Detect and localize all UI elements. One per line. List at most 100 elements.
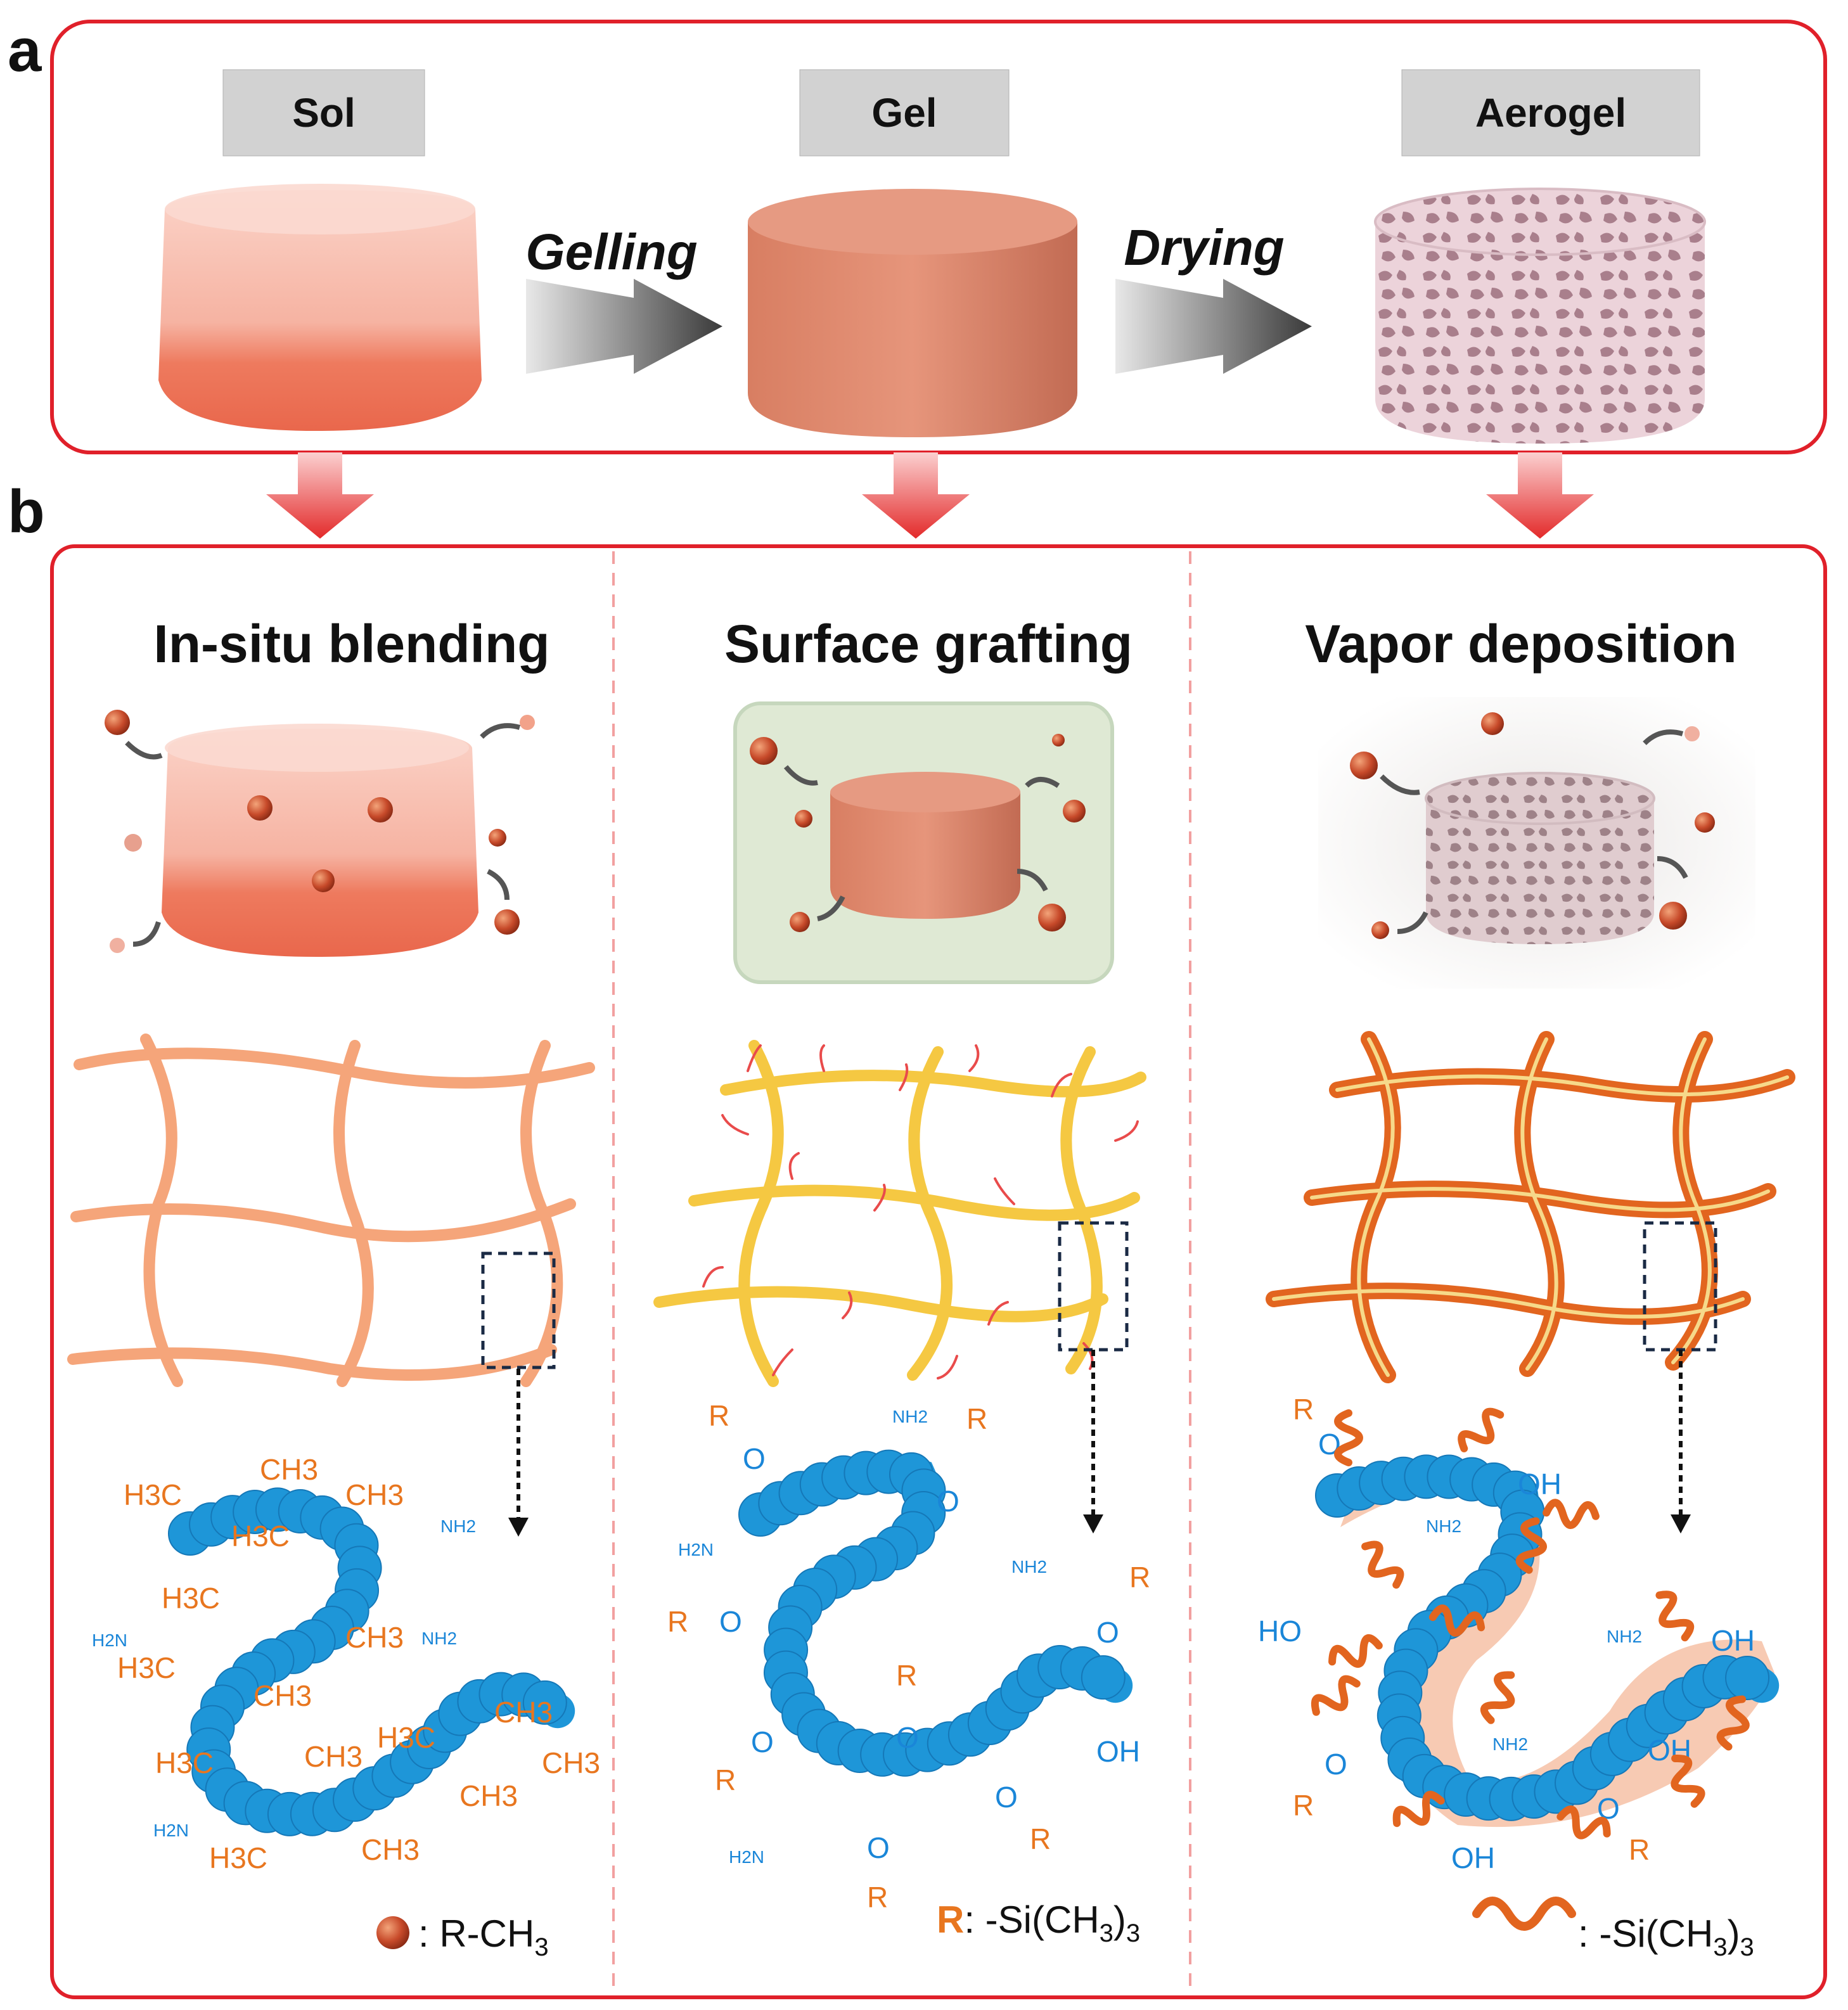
svg-text:CH3: CH3	[459, 1779, 518, 1812]
svg-text:R: R	[867, 1881, 888, 1914]
wave-group	[1655, 1591, 1695, 1642]
svg-text:H2N: H2N	[92, 1630, 127, 1650]
svg-text:CH3: CH3	[304, 1740, 363, 1773]
svg-text:H3C: H3C	[377, 1721, 435, 1754]
svg-text:H2N: H2N	[678, 1540, 714, 1559]
red-arrow-3	[1486, 452, 1594, 539]
wave-group	[1428, 1604, 1485, 1637]
wave-group	[1458, 1407, 1505, 1452]
svg-text:CH3: CH3	[361, 1833, 420, 1866]
svg-text:R: R	[1129, 1561, 1150, 1594]
legend-vapor: : -Si(CH3)3	[1472, 1897, 1754, 1961]
svg-text:: -Si(CH3)3: : -Si(CH3)3	[1578, 1912, 1754, 1961]
sol-cylinder	[158, 184, 482, 431]
svg-text:CH3: CH3	[345, 1621, 404, 1654]
wave-group	[1515, 1517, 1547, 1574]
vapor-aerogel-illustration	[1318, 697, 1755, 989]
gelling-arrow: Gelling	[525, 224, 722, 374]
svg-text:H3C: H3C	[162, 1582, 220, 1615]
grafting-gel-illustration	[733, 701, 1114, 984]
panel-a-frame	[50, 20, 1827, 454]
grafting-side-chains	[702, 1044, 1139, 1379]
legend-blending: : R-CH3	[376, 1912, 549, 1961]
wave-group	[1392, 1791, 1445, 1828]
svg-text:NH2: NH2	[440, 1516, 476, 1536]
svg-text:O: O	[896, 1721, 919, 1754]
svg-text:H3C: H3C	[155, 1746, 214, 1779]
svg-text:R: R	[1030, 1822, 1051, 1855]
drying-arrow: Drying	[1115, 219, 1312, 374]
svg-text:R: R	[715, 1764, 736, 1796]
svg-text:Sol: Sol	[292, 90, 356, 136]
vapor-chem-labels: R O OH NH2 HO NH2 OH NH2 OH O R O R OH	[1258, 1393, 1755, 1874]
wave-group	[1671, 1755, 1705, 1808]
gel-cylinder	[748, 189, 1077, 437]
svg-text:H3C: H3C	[124, 1478, 182, 1511]
grafting-zoom-box	[1058, 1221, 1129, 1352]
svg-text:Aerogel: Aerogel	[1475, 90, 1626, 136]
svg-text:O: O	[751, 1725, 774, 1758]
grafting-network	[653, 1040, 1146, 1387]
svg-text:R: R	[896, 1659, 917, 1692]
blending-sol-illustration	[105, 710, 535, 957]
grafting-chain	[738, 1449, 1133, 1777]
svg-text:CH3: CH3	[494, 1696, 553, 1729]
svg-text:O: O	[1325, 1748, 1347, 1781]
blending-network	[67, 1034, 595, 1387]
svg-text:OH: OH	[1518, 1468, 1562, 1501]
svg-text:H3C: H3C	[209, 1841, 267, 1874]
svg-text:H3C: H3C	[231, 1520, 290, 1552]
wave-legend-icon	[1472, 1897, 1576, 1931]
red-arrow-1	[266, 452, 374, 539]
wave-group	[1716, 1695, 1750, 1751]
blending-chem-labels: CH3 H3C CH3 H3C H3C CH3 H3C CH3 H3C CH3 …	[92, 1453, 600, 1874]
svg-text:O: O	[719, 1605, 742, 1638]
chain-bead	[522, 1680, 567, 1725]
svg-text:NH2: NH2	[892, 1407, 928, 1426]
svg-text:Gel: Gel	[871, 90, 937, 136]
svg-text:H2N: H2N	[153, 1821, 189, 1840]
svg-text:NH2: NH2	[421, 1629, 457, 1648]
svg-text:R: R	[966, 1402, 987, 1435]
svg-text:NH2: NH2	[1492, 1734, 1528, 1754]
svg-text:OH: OH	[1451, 1841, 1495, 1874]
svg-text:R: R	[1293, 1393, 1314, 1426]
gelling-label: Gelling	[525, 224, 697, 280]
svg-text:CH3: CH3	[542, 1746, 600, 1779]
svg-text:CH3: CH3	[260, 1453, 318, 1486]
blending-zoom-box	[481, 1251, 556, 1369]
svg-text:HO: HO	[1258, 1615, 1302, 1648]
chain-bead	[1725, 1655, 1770, 1700]
blending-chain	[168, 1487, 575, 1836]
svg-text:: R-CH3: : R-CH3	[418, 1912, 549, 1961]
panel-b-frame	[50, 544, 1827, 1999]
svg-text:O: O	[743, 1442, 766, 1475]
svg-text:NH2: NH2	[1011, 1557, 1047, 1577]
panel-label-b: b	[8, 478, 45, 546]
legend-grafting: R: -Si(CH3)3	[937, 1898, 1140, 1947]
svg-text:R: -Si(CH3)3: R: -Si(CH3)3	[937, 1898, 1140, 1947]
grafting-chem-labels: R O R O NH2 H2N R O NH2 R O R O O R OH O…	[667, 1399, 1150, 1914]
svg-text:NH2: NH2	[1426, 1516, 1461, 1536]
method-title-blending: In-situ blending	[153, 614, 549, 674]
stage-label-aerogel: Aerogel	[1401, 69, 1700, 157]
wave-group	[1334, 1409, 1363, 1466]
wave-group	[1361, 1540, 1404, 1589]
wave-group	[1480, 1671, 1515, 1724]
svg-text:OH: OH	[1711, 1624, 1755, 1657]
svg-text:O: O	[937, 1485, 959, 1518]
svg-text:R: R	[1629, 1833, 1650, 1866]
svg-text:R: R	[667, 1605, 688, 1638]
panel-label-a: a	[8, 16, 42, 84]
svg-text:CH3: CH3	[345, 1478, 404, 1511]
method-title-vapor: Vapor deposition	[1305, 614, 1736, 674]
wave-group	[1328, 1634, 1383, 1668]
svg-text:H3C: H3C	[117, 1651, 176, 1684]
svg-text:H2N: H2N	[729, 1847, 764, 1867]
method-title-grafting: Surface grafting	[724, 614, 1133, 674]
svg-text:R: R	[709, 1399, 729, 1432]
svg-text:O: O	[867, 1831, 890, 1864]
svg-text:OH: OH	[1096, 1735, 1140, 1768]
aerogel-cylinder	[1374, 188, 1706, 444]
